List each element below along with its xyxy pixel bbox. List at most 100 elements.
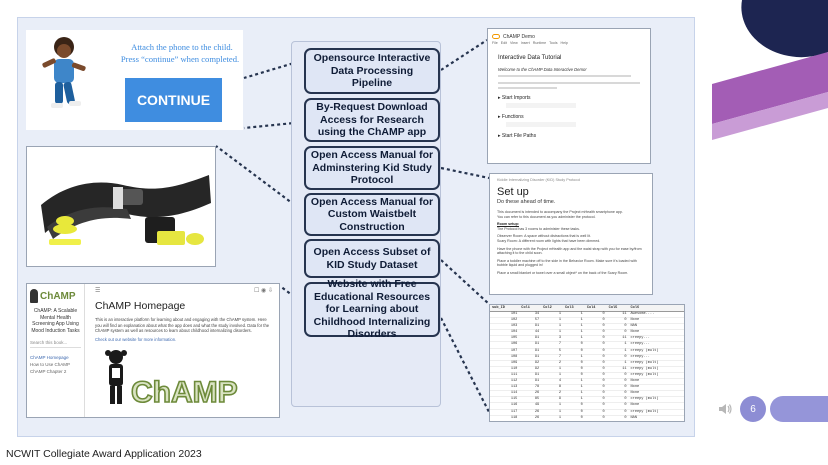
menu-edit[interactable]: Edit	[500, 41, 507, 45]
dataset-cell: 0	[584, 311, 607, 319]
dataset-cell: 91	[519, 354, 542, 361]
dataset-cell: 4	[541, 378, 563, 386]
notebook-section-imports[interactable]: ▸ Start Imports	[498, 95, 531, 101]
dataset-cell: 1	[606, 348, 629, 355]
notebook-title-row: ChAMP Demo	[492, 32, 646, 41]
menu-view[interactable]: View	[510, 41, 518, 45]
dataset-cell: 0	[562, 360, 585, 367]
code-cell-2	[506, 122, 576, 127]
dataset-cell: 9	[541, 396, 563, 404]
menu-icon[interactable]: ☰	[95, 288, 101, 294]
dataset-cell: 0	[584, 341, 607, 349]
box-waistbelt-manual: Open Access Manual for Custom Waistbelt …	[304, 193, 440, 236]
manual-body: This document is intended to accompany t…	[497, 210, 645, 276]
box-data-pipeline: Opensource Interactive Data Processing P…	[304, 48, 440, 94]
notebook-section-file-paths[interactable]: ▸ Start File Paths	[498, 133, 537, 139]
waistbelt-thumbnail	[26, 146, 216, 267]
dataset-cell: 0	[606, 354, 629, 361]
dataset-cell: 0	[584, 360, 607, 367]
dataset-cell: 0	[584, 348, 607, 355]
dataset-cell: creepy (mult)	[628, 366, 684, 373]
dataset-column-header: Col5	[606, 305, 629, 312]
dataset-cell: 26	[519, 409, 542, 416]
dataset-cell: 1	[562, 323, 585, 331]
dataset-cell: 0	[606, 317, 629, 325]
dataset-cell: 0	[584, 396, 607, 404]
website-search-input[interactable]: Search this book...	[30, 340, 81, 348]
dataset-cell: 117	[490, 409, 520, 416]
dataset-column-header: Col1	[519, 305, 542, 312]
manual-line: Have the phone with the Project mHealth …	[497, 246, 642, 256]
continue-button[interactable]: CONTINUE	[125, 78, 222, 122]
dataset-cell: 0	[584, 317, 607, 325]
nav-item-how-to-use[interactable]: How to Use ChAMP	[30, 362, 71, 367]
navy-arc-shape	[741, 0, 828, 58]
dataset-cell: 91	[519, 348, 542, 355]
website-logo-text: ChAMP	[130, 375, 238, 410]
nav-item-homepage[interactable]: ChAMP Homepage	[30, 355, 69, 360]
menu-tools[interactable]: Tools	[549, 41, 558, 45]
dataset-cell: 1	[541, 323, 563, 331]
dataset-cell: 1	[541, 329, 563, 337]
nav-item-chapter-2[interactable]: ChAMP Chapter 2	[30, 369, 67, 374]
dataset-cell: 1	[562, 378, 585, 386]
menu-runtime[interactable]: Runtime	[532, 41, 547, 45]
dataset-cell: 0	[584, 415, 607, 421]
dataset-cell: NAN	[628, 415, 684, 421]
dataset-cell: 0	[584, 390, 607, 398]
dataset-cell: 34	[519, 311, 542, 319]
dataset-cell: 0	[606, 384, 629, 392]
dataset-cell: 26	[519, 390, 542, 398]
dataset-cell: 0	[606, 378, 629, 386]
speaker-icon[interactable]	[717, 401, 733, 417]
manual-line: Place a toddler machine off to the side …	[497, 258, 637, 268]
colab-logo-icon	[492, 34, 500, 39]
notebook-section-functions[interactable]: ▸ Functions	[498, 114, 524, 120]
dataset-cell: 1	[541, 421, 563, 422]
manual-line: Place a small blanket or towel over a sm…	[497, 270, 629, 275]
dataset-column-header: Col6	[628, 305, 684, 312]
manual-subtitle: Do these ahead of time.	[497, 199, 556, 205]
website-intro: This is an interactive platform for lear…	[95, 317, 270, 334]
box-kid-dataset: Open Access Subset of KID Study Dataset	[304, 239, 440, 278]
dataset-cell: None	[628, 329, 684, 337]
dataset-cell: 1	[541, 415, 563, 421]
dataset-cell: 11	[606, 335, 629, 343]
dataset-cell: creepy (mult)	[628, 348, 684, 355]
dataset-cell: 0	[563, 421, 585, 422]
child-silhouette-icon	[105, 350, 127, 404]
section-file-paths-label: Start File Paths	[501, 133, 537, 139]
menu-insert[interactable]: Insert	[520, 41, 530, 45]
website-thumbnail: ChAMP ChAMP: A Scalable Mental Health Sc…	[26, 283, 280, 418]
dataset-cell: 103	[490, 323, 520, 331]
box-educational-website: Website with Free Educational Resources …	[304, 278, 440, 340]
dataset-cell: 1	[541, 372, 563, 380]
notebook-thumbnail: ChAMP Demo File Edit View Insert Runtime…	[487, 28, 651, 164]
dataset-cell: 2	[541, 390, 563, 398]
dataset-cell: 0	[584, 354, 607, 361]
menu-help[interactable]: Help	[560, 41, 568, 45]
dataset-cell: 114	[490, 390, 520, 398]
website-nav: ChAMP Homepage How to Use ChAMP ChAMP Ch…	[30, 354, 81, 375]
dataset-cell: 49	[519, 402, 542, 410]
toolbar-icons[interactable]: ☐ ◉ ⇩	[254, 288, 273, 294]
dataset-cell: 11	[606, 366, 629, 373]
dataset-cell: 0	[584, 378, 607, 386]
connector-pipeline	[440, 39, 488, 71]
website-link[interactable]: Check out our website for more informati…	[95, 336, 177, 342]
dataset-cell: 107	[490, 348, 520, 355]
menu-file[interactable]: File	[492, 41, 498, 45]
dataset-cell: 111	[490, 372, 520, 380]
website-toolbar: ☰ ☐ ◉ ⇩	[95, 287, 273, 296]
dataset-cell: creepy (mult)	[628, 396, 684, 404]
app-screen-thumbnail: Attach the phone to the child. Press “co…	[26, 30, 243, 130]
dataset-cell: creepy...	[628, 335, 684, 343]
dataset-cell: None	[628, 378, 684, 386]
dataset-cell: 8	[541, 384, 563, 392]
notebook-heading: Interactive Data Tutorial	[498, 55, 562, 61]
